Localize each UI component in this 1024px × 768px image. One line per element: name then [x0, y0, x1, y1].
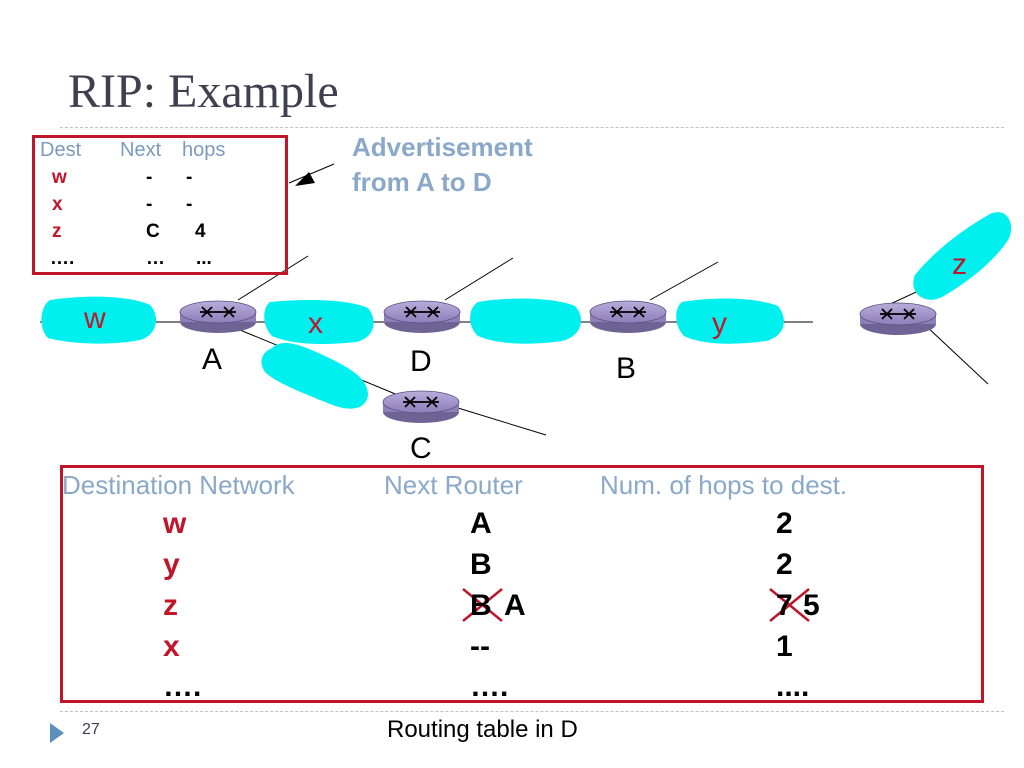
rt-header-next-router: Next Router — [384, 470, 523, 500]
rt-row-next: …. — [470, 670, 509, 703]
routers — [179, 300, 937, 423]
rt-row-next: -- — [470, 630, 490, 663]
advertisement-label-line2: from A to D — [352, 167, 492, 197]
adv-row-hops: 4 — [195, 221, 206, 242]
adv-row-hops: ... — [196, 248, 212, 269]
adv-row-dest: w — [52, 167, 67, 188]
router-label-a: A — [202, 343, 223, 376]
adv-row-hops: - — [186, 194, 193, 215]
rt-header-destination: Destination Network — [62, 470, 295, 500]
advertisement-label-line1: Advertisement — [352, 132, 533, 162]
routing-table-caption: Routing table in D — [387, 716, 578, 743]
link-b-up — [649, 261, 719, 301]
adv-row-next: C — [146, 221, 160, 242]
network-w — [41, 296, 156, 344]
rt-row-hops-old: 7 — [776, 589, 793, 622]
rt-row-dest: …. — [163, 670, 202, 703]
link-a-up — [237, 255, 309, 301]
router-b-icon — [589, 300, 667, 333]
adv-arrow-head — [295, 172, 315, 186]
network-label-w: w — [84, 302, 106, 335]
router-label-b: B — [616, 352, 637, 385]
rt-row-next-old: B — [470, 589, 492, 622]
rt-row-hops: 5 — [803, 589, 820, 622]
adv-row-next: - — [146, 194, 153, 215]
router-label-d: D — [410, 345, 432, 378]
network-a-c — [261, 342, 368, 409]
footer-divider — [60, 711, 1004, 712]
advertisement-label: Advertisement from A to D — [352, 130, 533, 200]
strike-hops-7-2 — [769, 588, 810, 622]
rt-row-hops: 2 — [776, 507, 793, 540]
adv-header-hops: hops — [182, 139, 226, 161]
rt-header-hops: Num. of hops to dest. — [600, 470, 848, 500]
advertisement-table — [32, 135, 288, 275]
adv-header-dest: Dest — [40, 139, 82, 161]
adv-header-next: Next — [120, 139, 162, 161]
router-a-icon — [179, 300, 257, 333]
network-x — [264, 300, 374, 344]
network-label-z: z — [952, 248, 967, 281]
rt-row-dest: z — [163, 589, 178, 622]
slide-title: RIP: Example — [68, 65, 339, 118]
networks — [41, 212, 1012, 409]
adv-row-next: - — [146, 167, 153, 188]
strike-next-b-2 — [462, 588, 503, 622]
rt-row-dest: w — [163, 507, 187, 540]
rt-row-next: A — [504, 589, 526, 622]
network-z — [913, 212, 1012, 300]
link-z-down — [924, 324, 989, 385]
adv-row-dest: z — [52, 221, 62, 242]
rt-row-hops: .... — [776, 670, 810, 703]
strike-marks — [462, 588, 810, 622]
rt-row-hops: 1 — [776, 630, 793, 663]
network-label-x: x — [308, 307, 323, 340]
router-c-icon — [382, 390, 460, 423]
slide-bullet-icon — [50, 723, 64, 743]
adv-row-dest: x — [52, 194, 63, 215]
title-divider — [60, 127, 1004, 128]
adv-row-hops: - — [186, 167, 193, 188]
adv-arrow-line — [288, 163, 335, 184]
network-label-y: y — [712, 307, 727, 340]
rt-row-dest: x — [163, 630, 180, 663]
rt-row-next: B — [470, 548, 492, 581]
router-label-c: C — [410, 432, 432, 465]
page-number: 27 — [82, 721, 100, 738]
rt-row-next: A — [470, 507, 492, 540]
adv-row-next: … — [146, 248, 165, 269]
network-y — [676, 298, 784, 344]
adv-row-dest: …. — [50, 248, 75, 269]
rt-row-dest: y — [163, 548, 180, 581]
network-unlabeled — [470, 298, 582, 344]
routing-table — [60, 465, 984, 703]
link-d-up — [444, 257, 514, 301]
router-d-icon — [383, 300, 461, 333]
rt-row-hops: 2 — [776, 548, 793, 581]
router-z-icon — [859, 302, 937, 335]
link-c-right — [457, 407, 547, 436]
